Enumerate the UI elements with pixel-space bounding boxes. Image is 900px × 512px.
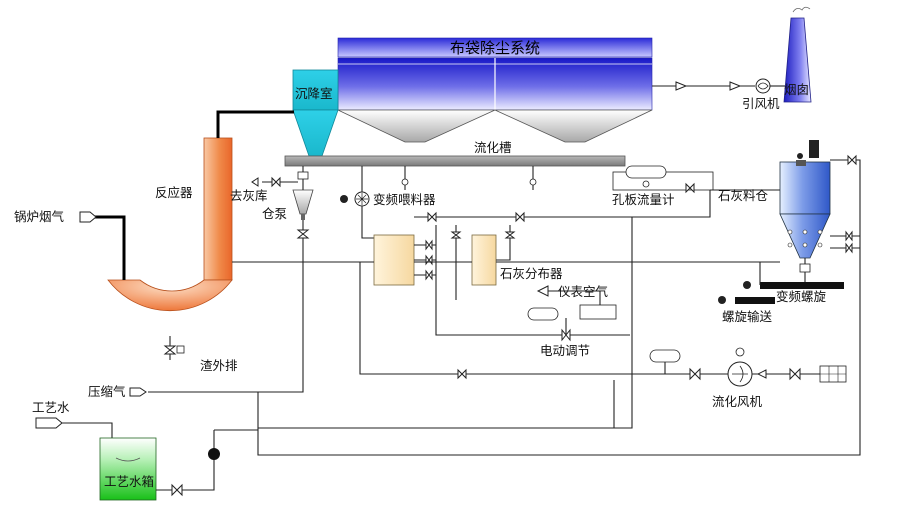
lime-silo-label: 石灰料仓 (718, 188, 769, 203)
boiler-flue-duct (94, 215, 126, 280)
vfd-feeder-label: 变频喂料器 (373, 192, 436, 207)
chimney: 烟囱 (783, 6, 812, 103)
fluidization-air-return (258, 217, 633, 429)
silo-aeration (830, 235, 860, 249)
valve-icon[interactable] (425, 254, 433, 266)
valve-icon[interactable] (504, 231, 516, 239)
reactor: 反应器 (107, 137, 233, 312)
actuator-icon[interactable] (579, 304, 617, 320)
valve-icon[interactable] (847, 154, 857, 166)
valve-icon[interactable] (425, 239, 433, 251)
valve-icon[interactable] (296, 229, 310, 239)
screw-feeder-icon[interactable] (340, 191, 370, 207)
process-water-label: 工艺水 (32, 400, 70, 415)
instrument-air-label: 仪表空气 (558, 284, 609, 299)
valve-icon[interactable] (845, 242, 853, 254)
screw-feeder-icon[interactable] (743, 281, 751, 289)
to-ash-silo-label: 去灰库 (230, 188, 268, 203)
screw-conveyor-label: 螺旋输送 (722, 309, 773, 324)
fluidization-header (414, 190, 711, 218)
fan-label: 引风机 (742, 96, 780, 111)
valve-icon[interactable] (689, 367, 701, 381)
boiler-flue-gas-label: 锅炉烟气 (14, 209, 65, 224)
arrow-icon (536, 285, 549, 297)
arrow-icon (79, 211, 97, 223)
fluidization-trough: 流化槽 (284, 140, 626, 167)
arrow-icon (251, 177, 259, 187)
pump-icon[interactable] (208, 448, 220, 460)
bag-filter-system: 布袋除尘系统 (337, 37, 653, 143)
pressure-gauge (649, 349, 681, 363)
fan-icon[interactable] (727, 347, 753, 387)
distributor-feed (496, 225, 511, 261)
instrument-air-line (435, 300, 630, 336)
electric-control-label: 电动调节 (540, 343, 590, 358)
arrow-icon (675, 81, 688, 91)
valve-icon[interactable] (450, 231, 462, 239)
reactor-label: 反应器 (155, 185, 193, 200)
screw-feeder-icon[interactable] (718, 296, 726, 304)
arrow-icon (729, 81, 742, 91)
lime-distributor (373, 234, 497, 286)
valve-icon[interactable] (845, 230, 853, 242)
valve-icon[interactable] (529, 178, 537, 186)
slag-discharge-label: 渣外排 (200, 358, 238, 373)
compressed-air-label: 压缩气 (88, 384, 126, 399)
process-water-tank-label: 工艺水箱 (104, 474, 154, 489)
valve-icon[interactable] (425, 269, 433, 281)
vfd-screw[interactable] (760, 282, 844, 289)
valve-icon[interactable] (401, 178, 409, 186)
valve-icon[interactable] (427, 211, 437, 223)
fan-icon[interactable] (755, 78, 771, 94)
fluidization-tank-label: 流化槽 (474, 140, 512, 155)
valve-icon[interactable] (171, 483, 183, 497)
silo-vent-return (257, 159, 861, 456)
valve-icon[interactable] (457, 368, 467, 380)
orifice-flowmeter-label: 孔板流量计 (612, 192, 675, 207)
filter-icon (796, 160, 806, 166)
reactor-outlet-duct (216, 110, 294, 138)
water-pump-line (156, 430, 215, 491)
settling-chamber: 沉降室 (292, 69, 339, 157)
valve-icon[interactable] (561, 328, 571, 342)
flowmeter-icon (625, 165, 667, 188)
arrow-icon (35, 417, 63, 429)
process-water-tank: 工艺水箱 (99, 437, 157, 501)
pressure-gauge (527, 307, 559, 321)
pump-icon[interactable] (297, 171, 309, 180)
screw-conveyor[interactable] (735, 297, 775, 304)
silo-pump-label: 仓泵 (262, 206, 287, 221)
valve-icon[interactable] (685, 182, 695, 194)
compressed-air-pipe (148, 220, 304, 393)
arrow-icon (756, 369, 767, 379)
feeder-to-distributor (361, 206, 374, 239)
valve-icon[interactable] (271, 176, 281, 188)
fluidization-fan-label: 流化风机 (712, 394, 763, 409)
silo-pump[interactable] (292, 189, 314, 220)
valve-icon[interactable] (799, 263, 811, 273)
bag-filter-title: 布袋除尘系统 (450, 39, 540, 57)
chimney-label: 烟囱 (784, 82, 809, 97)
fluidization-air-line (359, 262, 730, 375)
instrument-air-pipe (548, 290, 601, 308)
valve-icon[interactable] (515, 211, 525, 223)
arrow-icon (129, 387, 147, 397)
filter-icon (819, 365, 847, 383)
lime-silo (779, 140, 831, 259)
distributor-outlets (414, 244, 436, 276)
vfd-screw-label: 变频螺旋 (776, 289, 827, 304)
settling-chamber-label: 沉降室 (295, 86, 333, 101)
valve-icon[interactable] (163, 345, 185, 355)
valve-icon[interactable] (789, 367, 801, 381)
lime-distributor-label: 石灰分布器 (500, 266, 563, 281)
process-water-inlet (62, 422, 113, 438)
